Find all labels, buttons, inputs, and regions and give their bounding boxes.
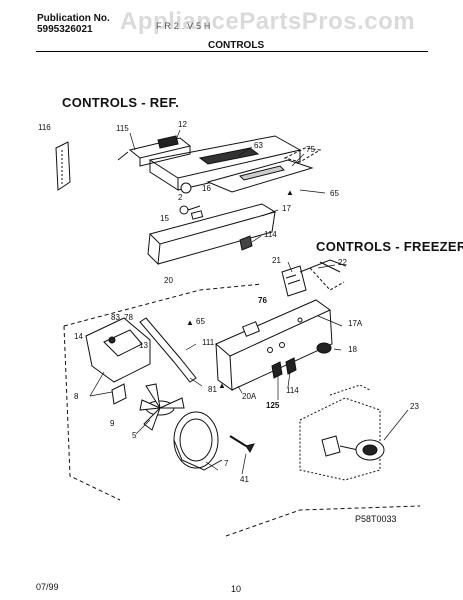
- callout-8: 8: [74, 392, 79, 401]
- section-title: CONTROLS: [208, 40, 265, 51]
- callout-9: 9: [110, 419, 115, 428]
- callout-114-freezer: 114: [286, 386, 299, 395]
- callout-7: 7: [224, 459, 229, 468]
- callout-78: 78: [124, 313, 133, 322]
- callout-17a: 17A: [348, 319, 363, 328]
- publication-label: Publication No.: [37, 13, 110, 24]
- callout-15: 15: [160, 214, 169, 223]
- callout-114-ref: 114: [264, 230, 277, 239]
- freezer-sensor-detail: [299, 384, 381, 481]
- callout-2: 2: [178, 193, 183, 202]
- freezer-control-panel: [215, 299, 333, 392]
- callout-75: 75: [306, 145, 315, 154]
- svg-text:▲: ▲: [286, 188, 294, 197]
- publication-number: 5995326021: [37, 24, 93, 35]
- watermark: AppliancePartsPros.com: [120, 8, 416, 35]
- callout-20a: 20A: [242, 392, 257, 401]
- callout-16: 16: [202, 184, 211, 193]
- callout-14: 14: [74, 332, 83, 341]
- callout-65-ref: 65: [330, 189, 339, 198]
- figure-code: P58T0033: [355, 514, 397, 524]
- callout-125: 125: [266, 401, 280, 410]
- title-controls-freezer: CONTROLS - FREEZER: [316, 239, 463, 254]
- header-rule: [36, 51, 428, 52]
- freezer-sensor: [321, 435, 385, 461]
- callout-63: 63: [254, 141, 263, 150]
- callout-83: 83: [111, 313, 120, 322]
- callout-17: 17: [282, 204, 291, 213]
- callout-76: 76: [258, 296, 267, 305]
- callout-21: 21: [272, 256, 281, 265]
- callout-23: 23: [410, 402, 419, 411]
- fan-bracket-assembly: [85, 317, 197, 405]
- callout-5: 5: [132, 431, 137, 440]
- callout-41: 41: [240, 475, 249, 484]
- callout-115: 115: [116, 124, 129, 133]
- callout-116: 116: [38, 123, 51, 132]
- ref-air-baffle: [206, 147, 322, 193]
- callout-65-freezer: 65: [196, 317, 205, 326]
- fan-motor: [173, 411, 255, 471]
- model-number: F R 2 . V 5 H: [156, 21, 211, 31]
- callout-81: 81: [208, 385, 217, 394]
- callout-18: 18: [348, 345, 357, 354]
- svg-text:▲: ▲: [186, 318, 194, 327]
- callout-22: 22: [338, 258, 347, 267]
- svg-text:▲: ▲: [218, 381, 226, 390]
- footer-date: 07/99: [36, 582, 59, 592]
- callout-111: 111: [202, 338, 215, 347]
- callout-20: 20: [164, 276, 173, 285]
- evaporator-fan: [139, 383, 185, 431]
- title-controls-ref: CONTROLS - REF.: [62, 95, 180, 110]
- freezer-thermostat: [281, 259, 347, 297]
- callout-13: 13: [139, 341, 148, 350]
- footer-page-number: 10: [231, 584, 242, 594]
- ref-control-panel: [147, 182, 277, 266]
- callout-12: 12: [178, 120, 187, 129]
